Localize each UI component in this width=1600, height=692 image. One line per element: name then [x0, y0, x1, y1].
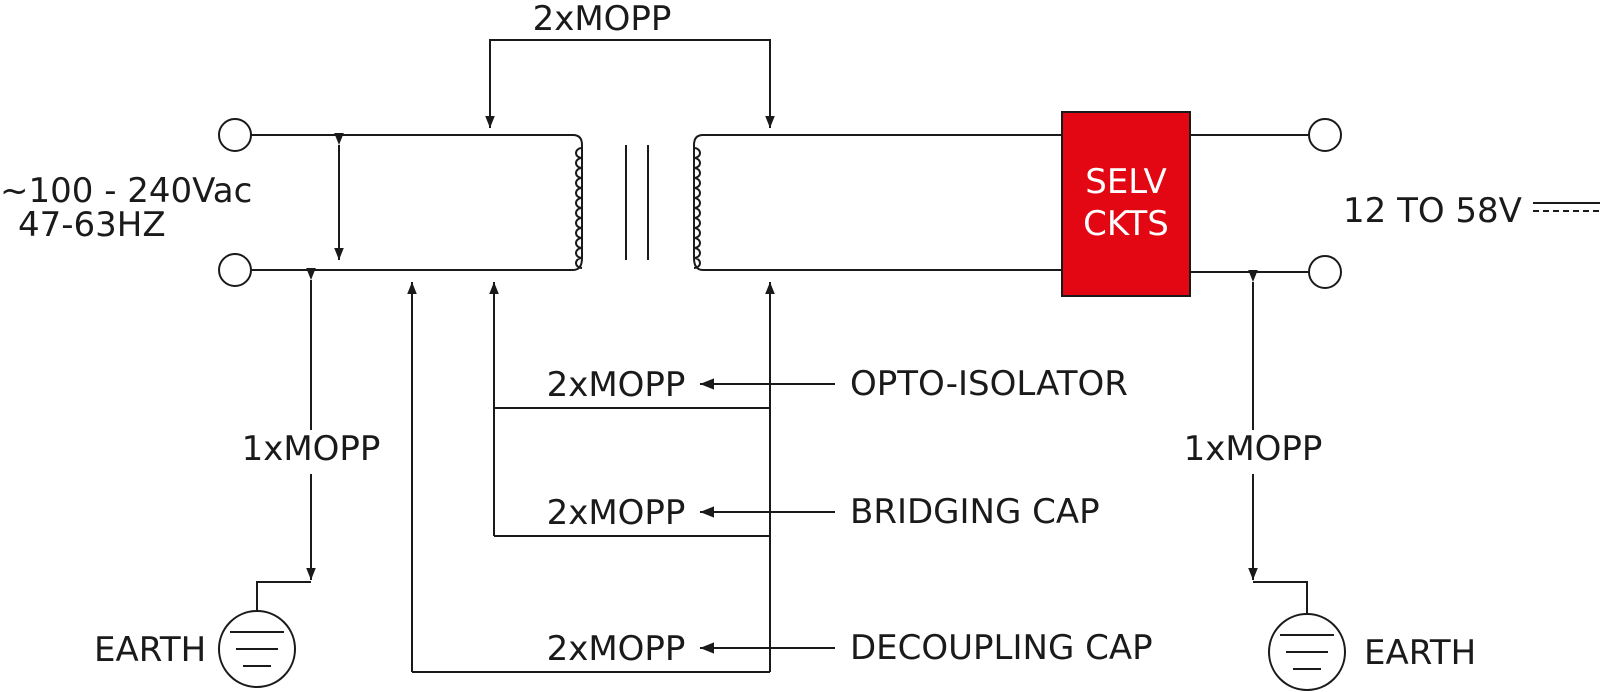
- output-voltage-label: 12 TO 58V: [1343, 191, 1522, 231]
- barrier-loops: [407, 282, 775, 673]
- barrier-isolation-label: 2xMOPP: [547, 365, 686, 405]
- output-terminal-top: [1308, 118, 1342, 152]
- barrier-component-label: BRIDGING CAP: [850, 492, 1100, 532]
- left-earth-label: EARTH: [94, 630, 206, 670]
- left-earth-group: 1xMOPP EARTH: [94, 268, 390, 688]
- input-terminal-top: [218, 118, 252, 152]
- barrier-decoupling-cap: 2xMOPP DECOUPLING CAP: [547, 628, 1153, 669]
- input-terminals: ~100 - 240Vac 47-63HZ: [0, 118, 573, 287]
- right-earth-isolation-label: 1xMOPP: [1184, 429, 1323, 469]
- input-frequency-label: 47-63HZ: [18, 205, 166, 245]
- input-voltage-label: ~100 - 240Vac: [0, 171, 252, 211]
- barrier-isolation-label: 2xMOPP: [547, 493, 686, 533]
- selv-box-line1: SELV: [1085, 162, 1167, 202]
- transformer: [572, 134, 704, 271]
- barrier-opto-isolator: 2xMOPP OPTO-ISOLATOR: [547, 364, 1128, 405]
- barrier-isolation-label: 2xMOPP: [547, 629, 686, 669]
- selv-box-line2: CKTS: [1083, 204, 1169, 244]
- output-terminals: 12 TO 58V: [1190, 118, 1600, 289]
- left-earth-symbol: [218, 610, 296, 688]
- right-earth-symbol: [1268, 613, 1346, 691]
- top-isolation-bracket: 2xMOPP: [485, 0, 775, 128]
- left-earth-isolation-label: 1xMOPP: [242, 429, 381, 469]
- barrier-component-label: DECOUPLING CAP: [850, 628, 1153, 668]
- barrier-component-label: OPTO-ISOLATOR: [850, 364, 1128, 404]
- right-earth-label: EARTH: [1364, 633, 1476, 673]
- output-terminal-bottom: [1308, 255, 1342, 289]
- input-terminal-bottom: [218, 253, 252, 287]
- barrier-bridging-cap: 2xMOPP BRIDGING CAP: [547, 492, 1100, 533]
- right-earth-group: 1xMOPP EARTH: [1172, 270, 1476, 691]
- selv-circuits-box: SELV CKTS: [1061, 111, 1191, 297]
- top-isolation-label: 2xMOPP: [533, 0, 672, 39]
